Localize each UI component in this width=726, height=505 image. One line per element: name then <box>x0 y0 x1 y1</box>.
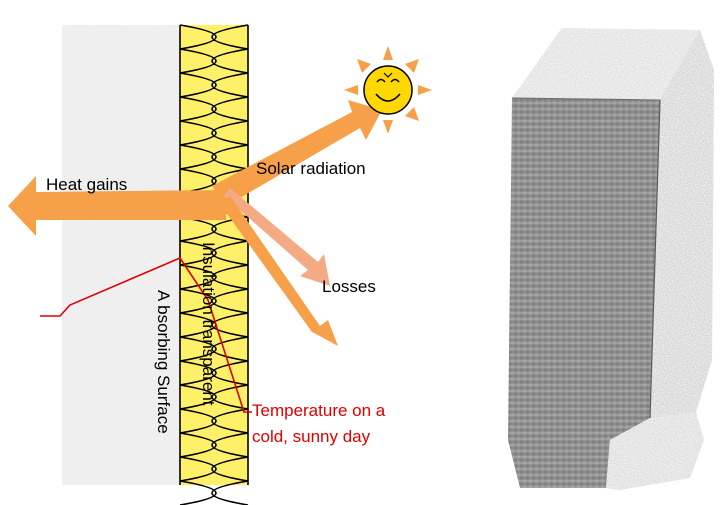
solar-radiation-label: Solar radiation <box>256 159 366 178</box>
temperature-label-line1: Temperature on a <box>252 401 386 420</box>
losses-label: Losses <box>322 277 376 296</box>
absorbing-wall <box>62 25 182 485</box>
insulation-label: Insulation transparent <box>199 242 218 406</box>
capillary-block-image <box>508 28 714 490</box>
reflected-loss-arrow <box>224 188 330 286</box>
temperature-label-line2: cold, sunny day <box>252 427 371 446</box>
absorbing-surface-label: A bsorbing Surface <box>154 290 173 434</box>
solar-radiation-arrow <box>212 100 382 206</box>
insulation-layer <box>179 24 249 505</box>
heat-gains-arrow <box>8 176 226 236</box>
losses-arrow <box>220 196 338 346</box>
heat-flow-arrows <box>8 100 382 346</box>
heat-gains-label: Heat gains <box>46 175 127 194</box>
sun-icon <box>344 46 432 134</box>
temperature-line <box>40 257 252 413</box>
